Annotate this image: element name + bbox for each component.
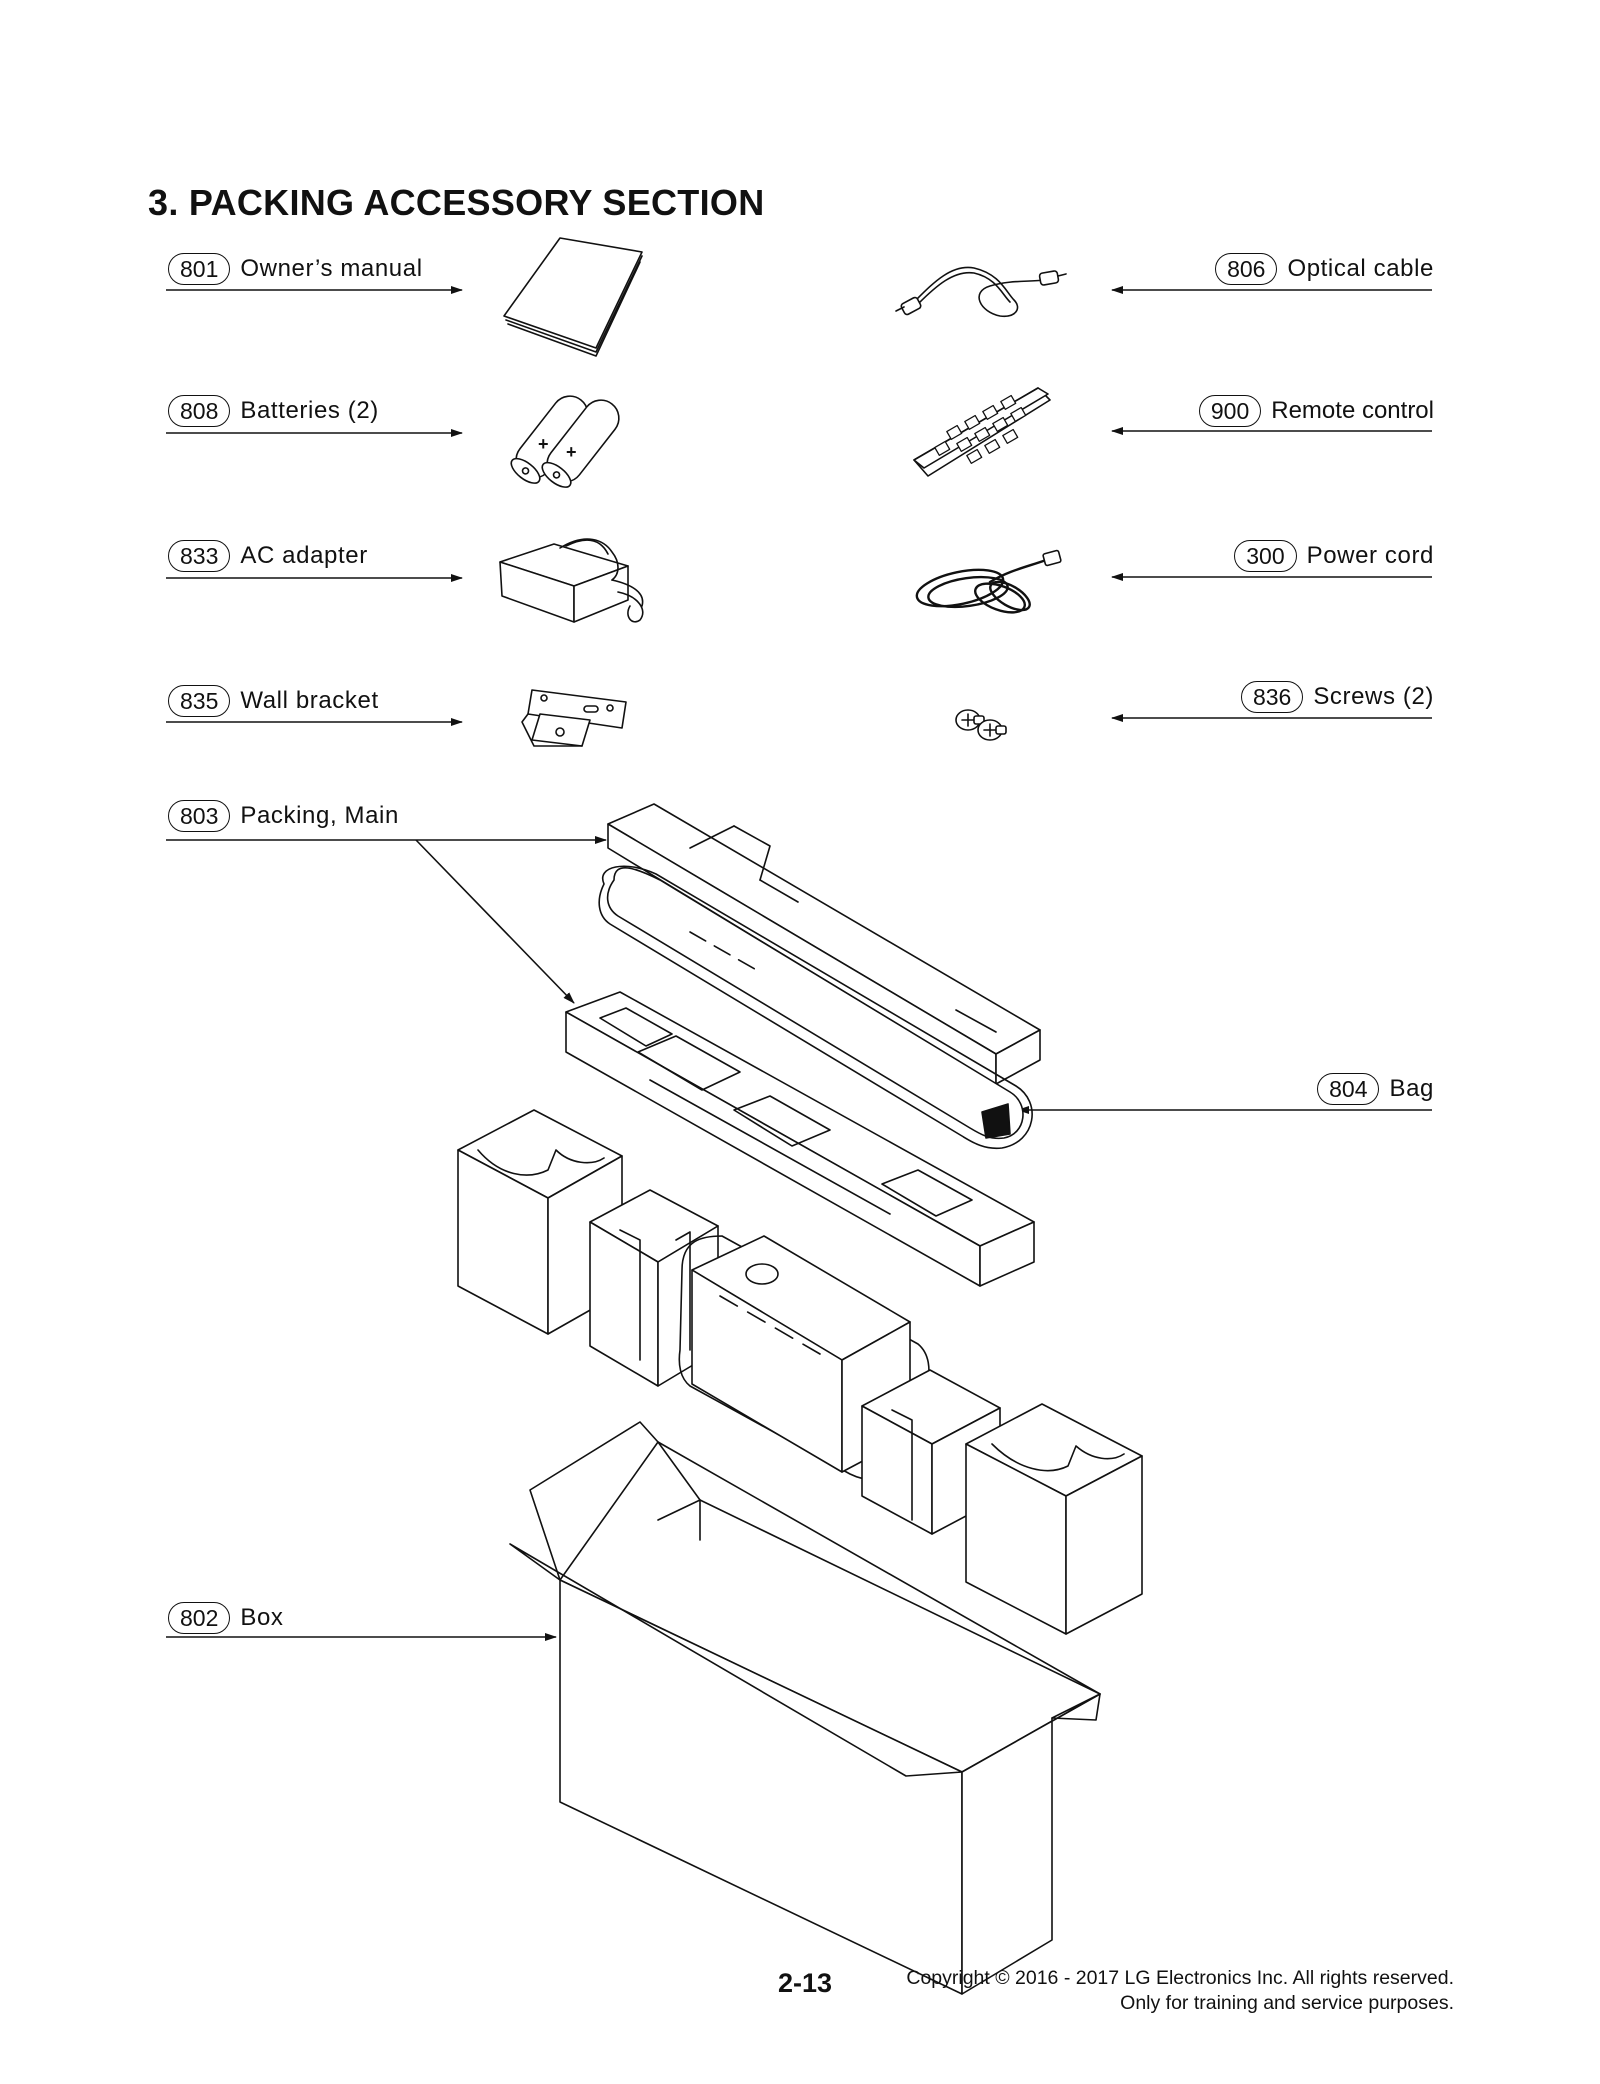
- part-label-screws: Screws (2): [1313, 683, 1434, 710]
- part-label-power-cord: Power cord: [1306, 542, 1434, 569]
- footer-copyright: Copyright © 2016 - 2017 LG Electronics I…: [906, 1966, 1454, 2016]
- part-label-packing-main: Packing, Main: [240, 802, 399, 829]
- screws-illustration: [955, 709, 1007, 741]
- part-number-900: 900: [1198, 395, 1262, 427]
- callout-remote-control: 900 Remote control: [1198, 394, 1434, 428]
- part-label-ac-adapter: AC adapter: [240, 542, 368, 569]
- callout-batteries: 808 Batteries (2): [168, 394, 379, 428]
- remote-control-illustration: [913, 387, 1051, 477]
- wall-bracket-illustration: [521, 689, 627, 747]
- part-number-806: 806: [1215, 253, 1278, 285]
- power-cord-illustration: [915, 549, 1062, 614]
- bag-with-soundbar: [598, 865, 1033, 1150]
- usage-notice: Only for training and service purposes.: [1120, 1992, 1454, 2014]
- part-number-833: 833: [168, 540, 231, 572]
- batteries-illustration: + +: [510, 395, 620, 488]
- ac-adapter-illustration: [499, 538, 644, 623]
- part-number-808: 808: [168, 395, 231, 427]
- shipping-box: [509, 1421, 1101, 1995]
- part-label-batteries: Batteries (2): [240, 397, 379, 424]
- part-label-remote-control: Remote control: [1271, 397, 1434, 424]
- part-number-802: 802: [168, 1602, 231, 1634]
- part-label-wall-bracket: Wall bracket: [240, 687, 379, 714]
- copyright-line: Copyright © 2016 - 2017 LG Electronics I…: [906, 1967, 1454, 1989]
- svg-text:+: +: [566, 442, 577, 462]
- part-label-bag: Bag: [1389, 1075, 1434, 1102]
- packing-top-cushion: [607, 803, 1041, 1085]
- part-number-300: 300: [1234, 540, 1297, 572]
- part-label-optical-cable: Optical cable: [1287, 255, 1434, 282]
- callout-bag: 804 Bag: [1317, 1072, 1434, 1106]
- part-number-835: 835: [168, 685, 231, 717]
- callout-wall-bracket: 835 Wall bracket: [168, 684, 379, 718]
- callout-box: 802 Box: [168, 1601, 284, 1635]
- part-number-803: 803: [168, 800, 231, 832]
- callout-optical-cable: 806 Optical cable: [1215, 252, 1434, 286]
- callout-owners-manual: 801 Owner’s manual: [168, 252, 423, 286]
- svg-text:+: +: [538, 434, 549, 454]
- leader-803-tray: [415, 839, 575, 1004]
- part-label-owners-manual: Owner’s manual: [240, 255, 423, 282]
- page-title: 3. PACKING ACCESSORY SECTION: [148, 182, 765, 223]
- packing-bottom-tray: [565, 991, 1035, 1287]
- callout-packing-main: 803 Packing, Main: [168, 799, 399, 833]
- callout-screws: 836 Screws (2): [1240, 680, 1434, 714]
- callout-power-cord: 300 Power cord: [1234, 539, 1434, 573]
- part-number-801: 801: [168, 253, 231, 285]
- page-number: 2-13: [778, 1968, 833, 1998]
- part-label-box: Box: [240, 1604, 284, 1631]
- callout-ac-adapter: 833 AC adapter: [168, 539, 368, 573]
- optical-cable-illustration: [895, 266, 1067, 318]
- part-number-804: 804: [1317, 1073, 1380, 1105]
- owners-manual-illustration: [503, 237, 643, 357]
- leader-lines: [166, 286, 1432, 1641]
- end-cap-right-outer: [965, 1403, 1143, 1635]
- part-number-836: 836: [1240, 681, 1304, 713]
